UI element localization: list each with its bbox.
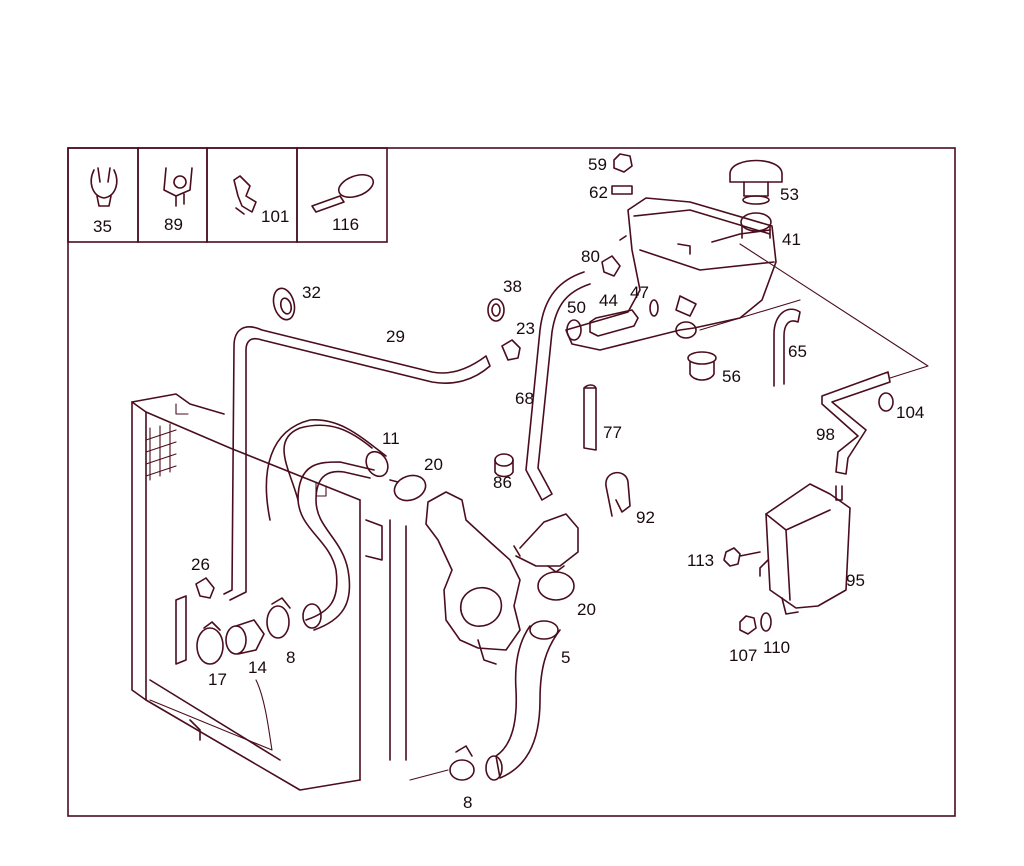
callout-68: 68 (515, 389, 534, 408)
callout-80: 80 (581, 247, 600, 266)
callout-107: 107 (729, 646, 757, 665)
radiator (131, 393, 407, 791)
leader-line (409, 769, 449, 781)
sensor-44 (589, 309, 639, 337)
legend-number: 116 (332, 215, 359, 234)
leader-line (739, 243, 929, 379)
hose-29 (223, 326, 491, 601)
hose-11 (297, 461, 375, 631)
plug-104 (878, 392, 894, 412)
callout-56: 56 (722, 367, 741, 386)
clamp-26 (195, 577, 215, 599)
legend-number: 89 (164, 215, 183, 234)
callout-11: 11 (382, 429, 400, 448)
callout-47: 47 (630, 283, 649, 302)
callout-14: 14 (248, 658, 267, 677)
callout-59: 59 (588, 155, 607, 174)
hose-5 (495, 625, 561, 779)
callout-29: 29 (386, 327, 405, 346)
bushing-86 (494, 453, 514, 478)
radiator-cap-53 (729, 159, 783, 205)
hose-14 (225, 619, 265, 655)
callout-38: 38 (503, 277, 522, 296)
clamp-8-lower (449, 745, 475, 781)
hose-98 (821, 371, 891, 475)
callout-8-upper: 8 (286, 648, 295, 667)
clamp-92 (605, 471, 631, 517)
nut-107 (739, 615, 757, 635)
pipe-77 (583, 384, 597, 451)
callout-113: 113 (687, 551, 714, 570)
washer-50 (566, 319, 582, 341)
callout-20-lower: 20 (577, 600, 596, 619)
clamp-8-upper (266, 597, 291, 639)
nut-59 (613, 153, 633, 173)
bushing-38 (487, 298, 505, 322)
callout-5: 5 (561, 648, 570, 667)
callout-44: 44 (599, 291, 618, 310)
cable-tie-icon (311, 173, 375, 213)
leader-line (149, 679, 273, 751)
callout-77: 77 (603, 423, 622, 442)
hose-end (302, 603, 322, 629)
clip-23 (501, 339, 521, 361)
callout-95: 95 (846, 571, 865, 590)
callout-20-upper: 20 (424, 455, 443, 474)
hose-65 (773, 308, 801, 387)
callout-104: 104 (896, 403, 924, 422)
grommet-32 (272, 287, 296, 321)
callout-32: 32 (302, 283, 321, 302)
callout-98: 98 (816, 425, 835, 444)
seal-41 (740, 212, 772, 239)
expansion-tank (565, 197, 777, 351)
clamp-20-upper (389, 474, 427, 502)
legend-number: 35 (93, 217, 112, 236)
callout-50: 50 (567, 298, 586, 317)
callout-86: 86 (493, 473, 512, 492)
water-pump (425, 491, 579, 665)
callout-53: 53 (780, 185, 799, 204)
legend-number: 101 (261, 207, 289, 226)
diagram-frame (67, 147, 956, 817)
clip-80 (601, 255, 621, 277)
leader-line (699, 299, 801, 331)
legend-box (206, 147, 298, 243)
callout-8-lower: 8 (463, 793, 472, 812)
clamp-17 (196, 621, 224, 665)
legend-box (296, 147, 388, 243)
callout-62: 62 (589, 183, 608, 202)
callout-41: 41 (782, 230, 801, 249)
callout-17: 17 (208, 670, 227, 689)
reservoir-95 (759, 483, 851, 615)
hose-clip-icon (90, 167, 118, 207)
callout-65: 65 (788, 342, 807, 361)
clamp-20-lower (537, 565, 575, 601)
washer-62 (611, 185, 633, 195)
callout-92: 92 (636, 508, 655, 527)
callout-110: 110 (763, 638, 790, 657)
callout-23: 23 (516, 319, 535, 338)
grommet-56 (687, 351, 717, 381)
bracket-clip-icon (163, 167, 193, 207)
legend-panel: 35 89 101 116 (67, 147, 388, 243)
washer-110 (760, 612, 772, 632)
holder-clip-icon (233, 175, 257, 215)
hose-68 (525, 271, 591, 501)
screw-113 (723, 547, 761, 567)
ring-47 (649, 299, 659, 317)
callout-26: 26 (191, 555, 210, 574)
